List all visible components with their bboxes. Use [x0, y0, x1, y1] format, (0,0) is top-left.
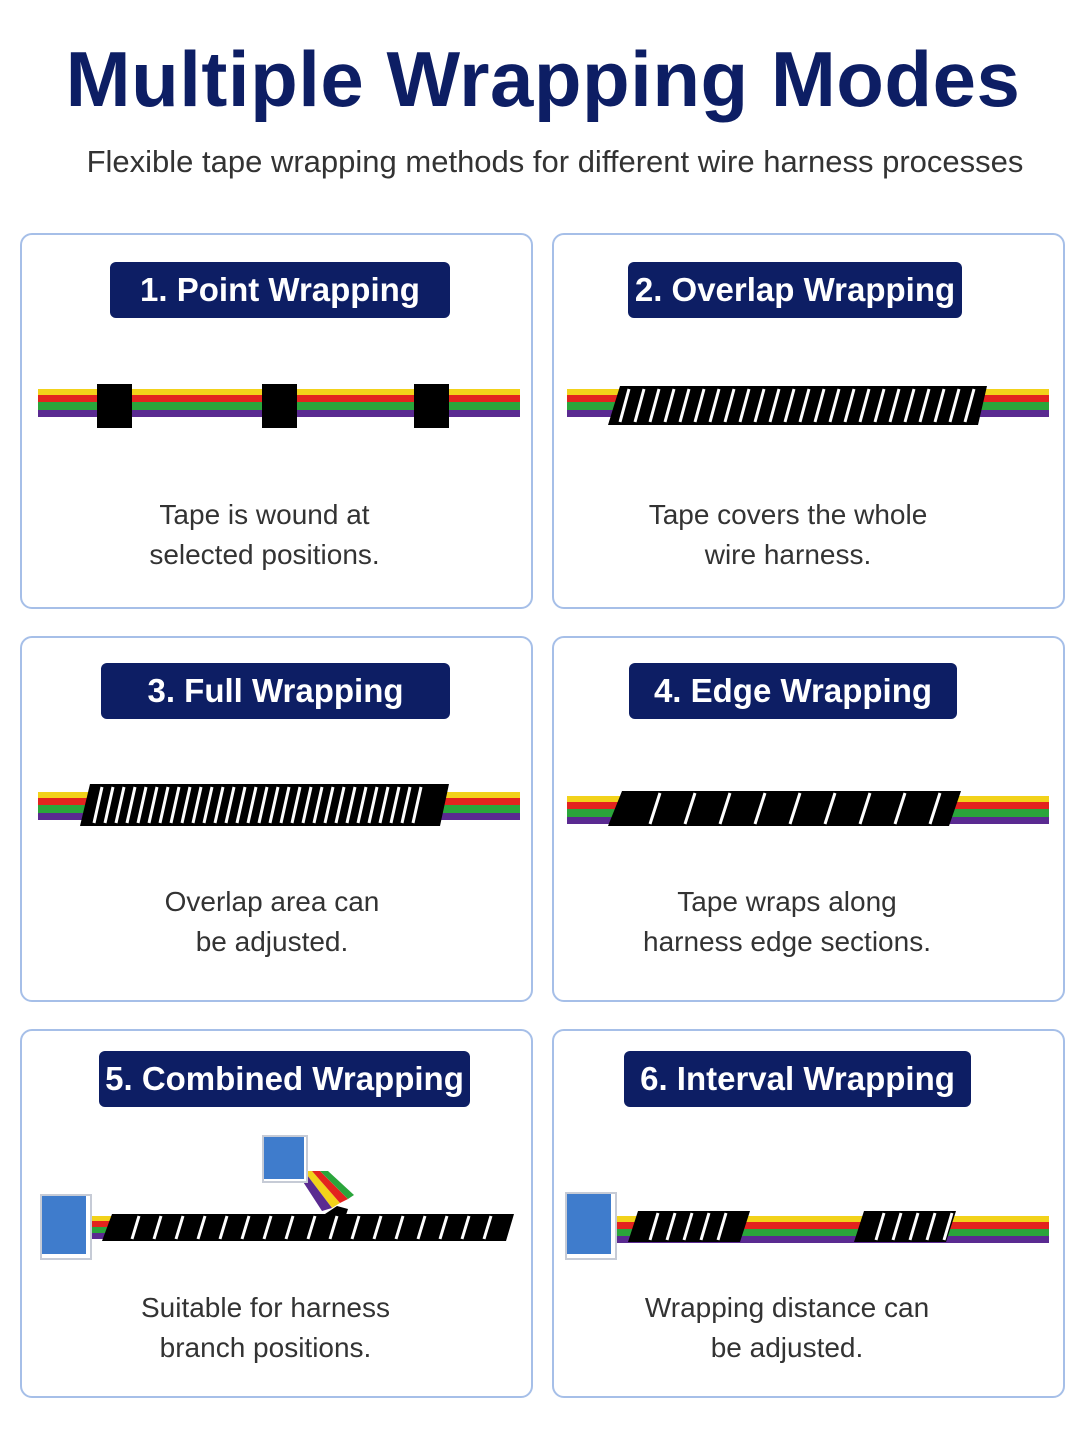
mode-card-full: 3. Full Wrapping Overlap area can be adj… [20, 636, 533, 1002]
mode-description: Suitable for harness branch positions. [140, 1292, 391, 1363]
mode-label: 6. Interval Wrapping [624, 1051, 971, 1107]
mode-description: Wrapping distance can be adjusted. [644, 1292, 930, 1363]
edge-wrap-illustration-icon [567, 791, 1049, 826]
mode-card-interval: 6. Interval Wrapping Wrapping distance c… [552, 1029, 1065, 1398]
mode-card-point: 1. Point Wrapping Tape is wound at selec… [20, 233, 533, 609]
mode-description: Tape covers the whole wire harness. [648, 499, 928, 570]
mode-label: 2. Overlap Wrapping [628, 262, 962, 318]
mode-card-overlap: 2. Overlap Wrapping Tape covers the whol… [552, 233, 1065, 609]
mode-description: Tape is wound at selected positions. [149, 499, 380, 570]
mode-label: 4. Edge Wrapping [629, 663, 957, 719]
page-subtitle: Flexible tape wrapping methods for diffe… [86, 144, 1024, 179]
mode-label: 5. Combined Wrapping [99, 1051, 470, 1107]
combined-wrap-illustration-icon [40, 1135, 514, 1260]
mode-description: Overlap area can be adjusted. [164, 886, 380, 957]
overlap-wrap-illustration-icon [567, 386, 1049, 425]
mode-card-combined: 5. Combined Wrapping Suitable for harnes… [20, 1029, 533, 1398]
page-title: Multiple Wrapping Modes [65, 35, 1021, 123]
interval-wrap-illustration-icon [565, 1192, 1049, 1260]
mode-label: 1. Point Wrapping [110, 262, 450, 318]
full-wrap-illustration-icon [38, 784, 520, 826]
point-wrap-illustration-icon [38, 384, 520, 428]
mode-description: Tape wraps along harness edge sections. [643, 886, 931, 957]
mode-label: 3. Full Wrapping [101, 663, 450, 719]
mode-card-edge: 4. Edge Wrapping Tape wraps along harnes… [552, 636, 1065, 1002]
